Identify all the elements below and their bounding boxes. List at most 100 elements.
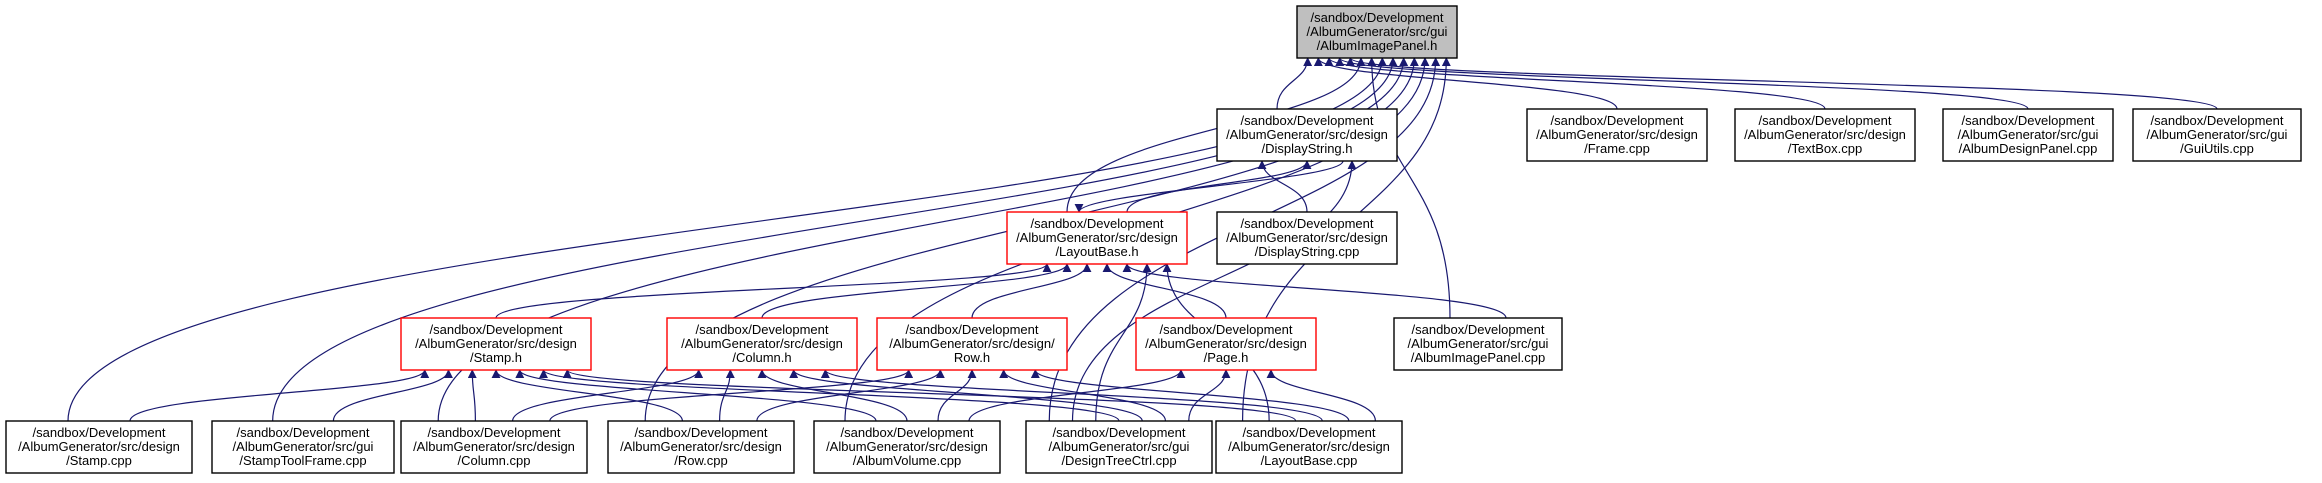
- edge-path: [1102, 263, 1227, 319]
- file-node-textbox-cpp[interactable]: /sandbox/Development/AlbumGenerator/src/…: [1734, 108, 1916, 162]
- node-label-line: /AlbumGenerator/src/design: [1016, 230, 1178, 245]
- node-label-line: /sandbox/Development: [1551, 113, 1684, 128]
- include-edge: [467, 369, 477, 422]
- node-label-line: /LayoutBase.h: [1055, 244, 1138, 259]
- node-label-line: /Column.h: [732, 350, 791, 365]
- include-edge: [515, 369, 877, 422]
- node-label-line: /AlbumGenerator/src/gui: [1307, 24, 1448, 39]
- node-box: [1734, 108, 1916, 162]
- file-node-displaystring-h[interactable]: /sandbox/Development/AlbumGenerator/src/…: [1216, 108, 1398, 162]
- include-edge: [789, 369, 1143, 422]
- file-node-albumdesignpanel-cpp[interactable]: /sandbox/Development/AlbumGenerator/src/…: [1942, 108, 2114, 162]
- node-layer: /sandbox/Development/AlbumGenerator/src/…: [5, 5, 2302, 474]
- file-node-column-cpp[interactable]: /sandbox/Development/AlbumGenerator/src/…: [400, 420, 588, 474]
- edge-path: [549, 369, 914, 422]
- file-node-frame-cpp[interactable]: /sandbox/Development/AlbumGenerator/src/…: [1526, 108, 1708, 162]
- node-label-line: /sandbox/Development: [906, 322, 1039, 337]
- file-node-layoutbase-h[interactable]: /sandbox/Development/AlbumGenerator/src/…: [1006, 211, 1188, 265]
- node-label-line: /Row.cpp: [674, 453, 727, 468]
- edge-path: [1276, 57, 1313, 110]
- edge-path: [1188, 369, 1231, 422]
- include-edge: [539, 369, 1120, 422]
- node-label-line: /sandbox/Development: [1962, 113, 2095, 128]
- include-edge: [1095, 263, 1152, 422]
- node-label-line: /sandbox/Development: [1241, 113, 1374, 128]
- node-label-line: /AlbumGenerator/src/gui: [2147, 127, 2288, 142]
- node-label-line: /TextBox.cpp: [1788, 141, 1862, 156]
- file-node-stamp-h[interactable]: /sandbox/Development/AlbumGenerator/src/…: [400, 317, 592, 371]
- edge-path: [539, 369, 1120, 422]
- edge-path: [1346, 57, 2218, 110]
- node-label-line: /sandbox/Development: [33, 425, 166, 440]
- edge-path: [971, 263, 1092, 319]
- node-label-line: /AlbumGenerator/src/design: [1145, 336, 1307, 351]
- node-label-line: /DesignTreeCtrl.cpp: [1061, 453, 1176, 468]
- include-edge: [757, 369, 908, 422]
- file-node-layoutbase-cpp[interactable]: /sandbox/Development/AlbumGenerator/src/…: [1215, 420, 1403, 474]
- include-edge: [332, 369, 453, 422]
- node-label-line: /AlbumGenerator/src/gui: [1958, 127, 2099, 142]
- node-box: [1006, 211, 1188, 265]
- node-label-line: /AlbumDesignPanel.cpp: [1959, 141, 2098, 156]
- include-edge: [563, 369, 1297, 422]
- file-node-designtreectrl-cpp[interactable]: /sandbox/Development/AlbumGenerator/src/…: [1025, 420, 1213, 474]
- node-box: [1526, 108, 1708, 162]
- node-box: [2132, 108, 2302, 162]
- node-label-line: /AlbumGenerator/src/design: [1536, 127, 1698, 142]
- node-box: [1135, 317, 1317, 371]
- include-edge: [1257, 160, 1308, 213]
- node-label-line: /AlbumGenerator/src/design: [415, 336, 577, 351]
- node-box: [1025, 420, 1213, 474]
- node-box: [1296, 5, 1458, 59]
- node-label-line: /sandbox/Development: [428, 425, 561, 440]
- edge-path: [821, 369, 1323, 422]
- file-node-column-h[interactable]: /sandbox/Development/AlbumGenerator/src/…: [666, 317, 858, 371]
- node-label-line: /AlbumImagePanel.cpp: [1411, 350, 1545, 365]
- file-node-albumimagepanel-h[interactable]: /sandbox/Development/AlbumGenerator/src/…: [1296, 5, 1458, 59]
- node-label-line: /sandbox/Development: [1053, 425, 1186, 440]
- node-label-line: /AlbumGenerator/src/design: [413, 439, 575, 454]
- include-edge: [1346, 57, 2218, 110]
- node-label-line: /sandbox/Development: [2151, 113, 2284, 128]
- edge-path: [1095, 263, 1152, 422]
- node-label-line: /sandbox/Development: [1412, 322, 1545, 337]
- include-edge: [512, 369, 704, 422]
- edge-path: [491, 369, 683, 422]
- include-edge: [491, 369, 683, 422]
- node-label-line: /AlbumGenerator/src/design: [1226, 127, 1388, 142]
- file-node-displaystring-cpp[interactable]: /sandbox/Development/AlbumGenerator/src/…: [1216, 211, 1398, 265]
- node-label-line: /Frame.cpp: [1584, 141, 1650, 156]
- edge-path: [495, 263, 1052, 319]
- node-box: [1215, 420, 1403, 474]
- node-label-line: /AlbumGenerator/src/design: [18, 439, 180, 454]
- node-label-line: /sandbox/Development: [1759, 113, 1892, 128]
- include-edge: [968, 369, 1186, 422]
- include-edge: [821, 369, 1323, 422]
- node-label-line: /AlbumImagePanel.h: [1317, 38, 1438, 53]
- file-node-row-cpp[interactable]: /sandbox/Development/AlbumGenerator/src/…: [607, 420, 795, 474]
- node-label-line: /DisplayString.h: [1261, 141, 1352, 156]
- edge-path: [1367, 57, 1451, 319]
- edge-path: [937, 369, 977, 422]
- include-edge: [999, 369, 1167, 422]
- file-node-guiutils-cpp[interactable]: /sandbox/Development/AlbumGenerator/src/…: [2132, 108, 2302, 162]
- file-node-stamptoolframe-cpp[interactable]: /sandbox/Development/AlbumGenerator/src/…: [211, 420, 395, 474]
- include-edge: [1030, 369, 1350, 422]
- include-edge: [1066, 57, 1366, 213]
- include-edge: [549, 369, 914, 422]
- node-label-line: /DisplayString.cpp: [1255, 244, 1360, 259]
- node-label-line: /AlbumGenerator/src/design: [620, 439, 782, 454]
- file-node-albumimagepanel-cpp[interactable]: /sandbox/Development/AlbumGenerator/src/…: [1393, 317, 1563, 371]
- node-box: [607, 420, 795, 474]
- node-label-line: /sandbox/Development: [430, 322, 563, 337]
- node-label-line: /sandbox/Development: [1311, 10, 1444, 25]
- include-edge: [1074, 160, 1344, 213]
- include-edge: [756, 369, 945, 422]
- file-node-albumvolume-cpp[interactable]: /sandbox/Development/AlbumGenerator/src/…: [813, 420, 1001, 474]
- file-node-row-h[interactable]: /sandbox/Development/AlbumGenerator/src/…: [876, 317, 1068, 371]
- include-edge: [1367, 57, 1451, 319]
- file-node-stamp-cpp[interactable]: /sandbox/Development/AlbumGenerator/src/…: [5, 420, 193, 474]
- edge-path: [1257, 160, 1308, 213]
- node-box: [1393, 317, 1563, 371]
- file-node-page-h[interactable]: /sandbox/Development/AlbumGenerator/src/…: [1135, 317, 1317, 371]
